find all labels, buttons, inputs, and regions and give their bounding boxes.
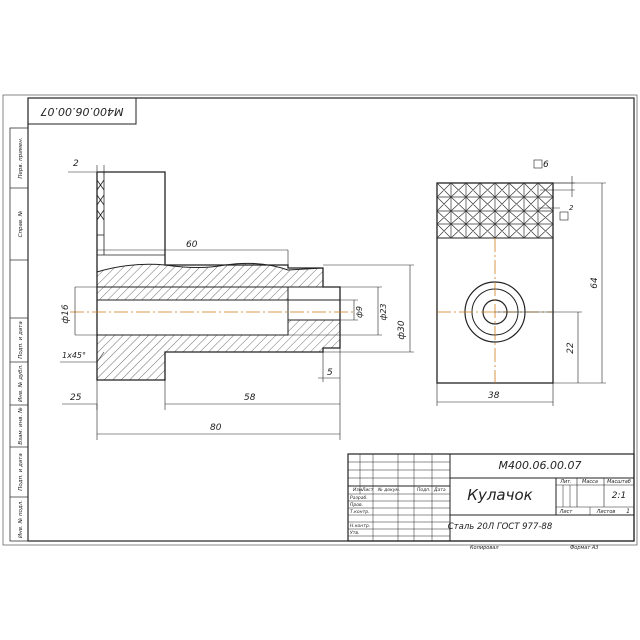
part-name: Кулачок xyxy=(467,486,532,504)
margin-label-7: Инв. № подл. xyxy=(18,500,24,538)
title-block xyxy=(347,453,635,542)
end-view xyxy=(436,182,554,384)
row-nkontr: Н.контр. xyxy=(350,523,370,529)
head-izm: Изм. xyxy=(353,487,364,493)
head-date: Дата xyxy=(433,487,446,493)
end-view-dimensions xyxy=(436,159,606,406)
dim-58: 58 xyxy=(244,393,256,403)
dim-knurl-2: 2 xyxy=(569,204,574,212)
designation-stamp-text: М400.06.00.07 xyxy=(41,105,124,118)
margin-label-2: Справ. № xyxy=(18,210,24,237)
copied-label: Копировал xyxy=(470,545,499,551)
sheet-label: Лист xyxy=(559,509,574,515)
end-view-dim-text: 64 22 38 6 2 xyxy=(488,160,600,401)
designation-stamp: М400.06.00.07 xyxy=(27,97,137,125)
material: Сталь 20Л ГОСТ 977-88 xyxy=(448,522,553,532)
sheets-value: 1 xyxy=(626,508,630,515)
dim-knurl-6: 6 xyxy=(543,160,549,170)
head-doc: № докум. xyxy=(377,487,400,493)
dim-chamfer: 1х45° xyxy=(62,351,86,360)
dim-64: 64 xyxy=(590,277,600,289)
head-sign: Подп. xyxy=(417,487,431,493)
scale-value: 2:1 xyxy=(612,491,626,501)
dim-38: 38 xyxy=(488,391,500,401)
section-dim-text: 2 60 ф16 1х45° 25 58 80 5 ф9 ф23 ф30 xyxy=(61,159,407,433)
margin-label-1: Перв. примен. xyxy=(18,137,24,179)
dim-80: 80 xyxy=(210,423,222,433)
margin-label-5: Взам. инв. № xyxy=(18,407,24,445)
row-tkontr: Т.контр. xyxy=(350,509,370,515)
margin-label-3: Подп. и дата xyxy=(18,321,24,359)
dim-2: 2 xyxy=(73,159,79,169)
sheets-label: Листов xyxy=(596,509,616,515)
col-mass: Масса xyxy=(582,479,598,485)
title-block-text: М400.06.00.07 Кулачок Сталь 20Л ГОСТ 977… xyxy=(350,459,631,551)
format-label: Формат А3 xyxy=(570,545,598,551)
col-lit: Лит. xyxy=(559,479,572,485)
dim-22: 22 xyxy=(566,342,576,354)
margin-strip: Перв. примен. Справ. № Подп. и дата Инв.… xyxy=(9,127,29,542)
dim-phi30: ф30 xyxy=(397,320,407,339)
dim-phi16: ф16 xyxy=(61,304,71,323)
hatch-lower xyxy=(96,319,341,381)
margin-label-6: Подп. и дата xyxy=(18,453,24,491)
dim-phi9: ф9 xyxy=(355,306,364,318)
row-prov: Пров. xyxy=(350,502,363,508)
dim-phi23: ф23 xyxy=(379,303,388,320)
row-utv: Утв. xyxy=(350,530,359,536)
hatch-upper xyxy=(96,262,324,301)
title-designation: М400.06.00.07 xyxy=(499,459,582,472)
dim-5: 5 xyxy=(327,368,333,378)
section-dimensions xyxy=(60,165,414,440)
dim-60: 60 xyxy=(186,240,198,250)
dim-25: 25 xyxy=(70,393,82,403)
row-razrab: Разраб. xyxy=(350,495,368,501)
sheet-outer-border xyxy=(2,94,638,546)
knurl-side xyxy=(96,172,105,255)
knurl-pattern xyxy=(436,182,554,239)
head-list: Лист xyxy=(361,487,374,493)
col-scale: Масштаб xyxy=(607,479,631,485)
section-view xyxy=(70,171,355,381)
margin-label-4: Инв. № дубл. xyxy=(18,364,24,402)
